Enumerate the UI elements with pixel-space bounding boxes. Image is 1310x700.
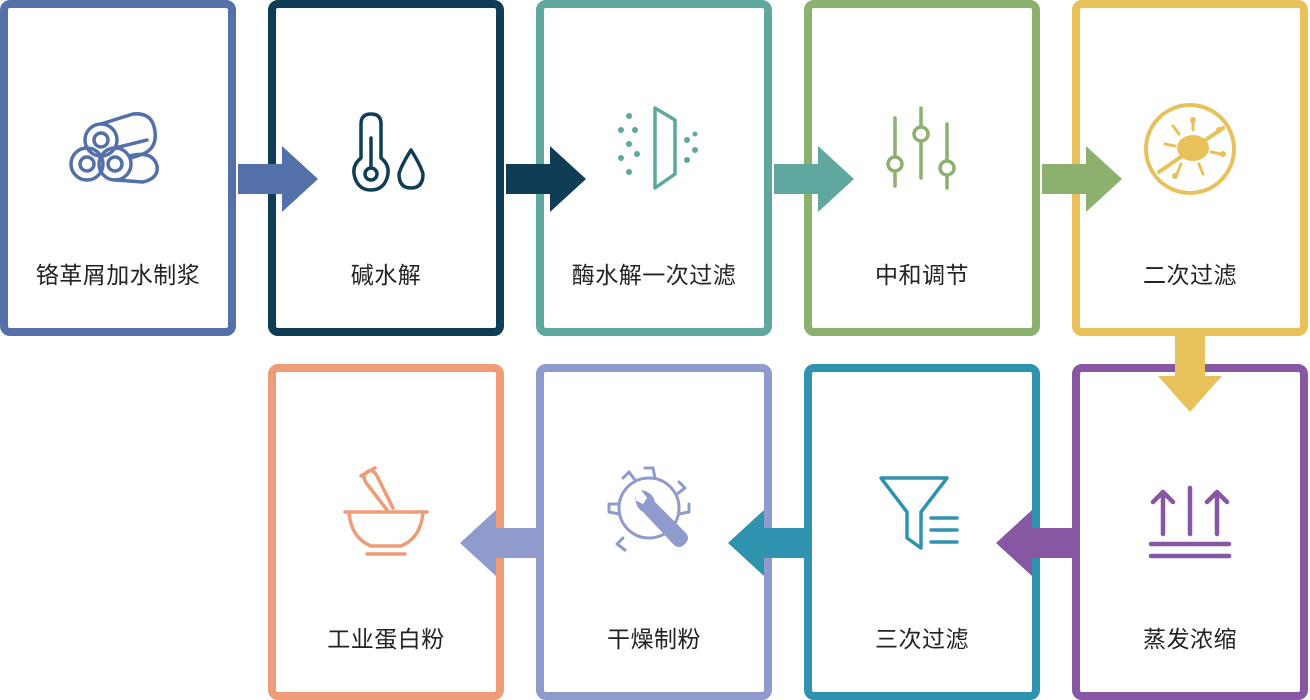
arrow-3-to-4: [774, 146, 856, 212]
step-label: 三次过滤: [875, 627, 969, 653]
arrow-2-to-3: [506, 146, 588, 212]
arrow-1-to-2: [238, 146, 320, 212]
step-label: 中和调节: [875, 263, 969, 289]
step-box-3: 酶水解一次过滤: [536, 0, 772, 336]
step-box-8: 干燥制粉: [536, 364, 772, 700]
gear-wrench-icon: [599, 458, 709, 568]
arrow-4-to-5: [1042, 146, 1124, 212]
funnel-filter-icon: [867, 458, 977, 568]
step-box-9: 工业蛋白粉: [268, 364, 504, 700]
step-label: 干燥制粉: [607, 627, 701, 653]
step-box-5: 二次过滤: [1072, 0, 1308, 336]
mortar-pestle-icon: [331, 458, 441, 568]
thermometer-drop-icon: [331, 94, 441, 204]
leather-rolls-icon: [63, 94, 173, 204]
no-bacteria-icon: [1135, 94, 1245, 204]
step-box-7: 三次过滤: [804, 364, 1040, 700]
step-label: 碱水解: [350, 263, 422, 289]
step-label: 蒸发浓缩: [1143, 627, 1237, 653]
step-label: 二次过滤: [1143, 263, 1237, 289]
step-label: 工业蛋白粉: [327, 627, 445, 653]
step-box-6: 蒸发浓缩: [1072, 364, 1308, 700]
adjust-sliders-icon: [867, 94, 977, 204]
step-box-1: 铬革屑加水制浆: [0, 0, 236, 336]
arrow-7-to-8: [726, 510, 808, 576]
step-label: 铬革屑加水制浆: [35, 263, 201, 289]
arrow-8-to-9: [458, 510, 540, 576]
arrow-5-to-6: [1158, 334, 1222, 414]
arrow-6-to-7: [994, 510, 1076, 576]
evaporation-icon: [1135, 458, 1245, 568]
filter-particles-icon: [599, 94, 709, 204]
step-label: 酶水解一次过滤: [571, 263, 737, 289]
step-box-2: 碱水解: [268, 0, 504, 336]
